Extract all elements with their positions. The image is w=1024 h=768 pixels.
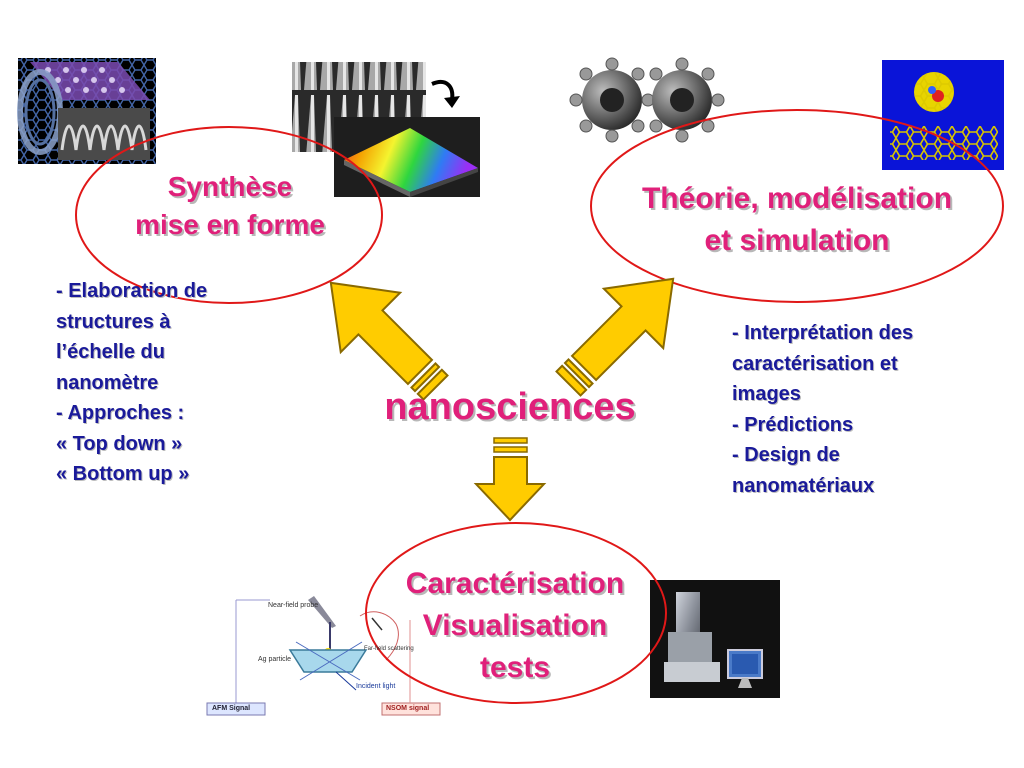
left-note-line: « Bottom up » xyxy=(56,463,190,485)
synthese-ellipse xyxy=(75,126,383,304)
caracterisation-title-line3: tests xyxy=(479,651,551,684)
nsom-signal-label: NSOM signal xyxy=(386,705,430,712)
left-note-line: structures à xyxy=(56,310,171,333)
caracterisation-title-line2: Visualisation xyxy=(422,609,608,642)
caracterisation-title-line1: Caractérisation xyxy=(405,567,625,600)
afm-signal-label: AFM Signal xyxy=(212,705,251,712)
nanotube-image xyxy=(17,58,156,164)
molecular-simulation-image xyxy=(882,60,1004,170)
arrow-up-left xyxy=(329,281,449,401)
caracterisation-ellipse xyxy=(365,522,667,704)
theorie-title: Théorie, modélisation et simulation xyxy=(604,178,990,262)
theorie-title-line1: Théorie, modélisation xyxy=(641,182,953,215)
rainbow-wafer-image xyxy=(334,117,480,197)
right-notes: - Interprétation des caractérisation et … xyxy=(732,318,913,501)
nsom-probe-label: Near-field probe xyxy=(268,602,319,609)
microscope-image xyxy=(650,580,780,698)
left-note-line: - Elaboration de xyxy=(56,280,208,302)
arrow-up-right xyxy=(555,277,675,397)
synthese-title-line2: mise en forme xyxy=(135,209,325,240)
left-notes: - Elaboration de structures à l’échelle … xyxy=(56,276,207,490)
curved-arrow-icon xyxy=(431,80,460,108)
right-note-line: - Design de xyxy=(732,444,840,466)
nsom-light-label: Incident light xyxy=(356,683,396,690)
theorie-ellipse xyxy=(590,109,1004,303)
left-note-line: - Approches : xyxy=(56,402,185,424)
nsom-diagram-image xyxy=(200,580,450,720)
left-note-line: nanomètre xyxy=(56,371,159,394)
arrow-down xyxy=(473,437,547,522)
right-note-line: nanomatériaux xyxy=(732,474,875,497)
synthese-title-line1: Synthèse xyxy=(167,171,293,202)
right-note-line: - Prédictions xyxy=(732,413,854,436)
nsom-scatter-label: Far-field scattering xyxy=(364,646,414,652)
nsom-particle-label: Ag particle xyxy=(258,656,292,663)
left-note-line: « Top down » xyxy=(56,432,183,455)
theorie-title-line2: et simulation xyxy=(704,224,890,257)
right-note-line: - Interprétation des xyxy=(732,322,914,344)
caracterisation-title: Caractérisation Visualisation tests xyxy=(370,563,660,689)
right-note-line: images xyxy=(732,383,801,405)
right-note-line: caractérisation et xyxy=(732,352,898,375)
center-title: nanosciences xyxy=(384,386,636,428)
synthese-title: Synthèse mise en forme xyxy=(100,168,360,244)
fullerene-gears-image xyxy=(560,52,728,150)
left-note-line: l’échelle du xyxy=(56,341,165,363)
